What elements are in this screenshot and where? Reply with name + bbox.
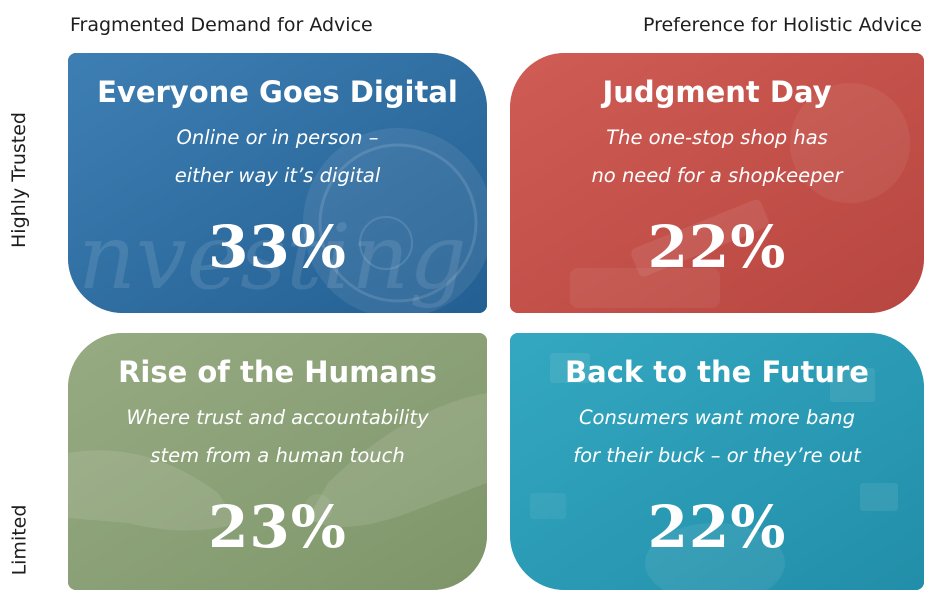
quadrant-rise-of-the-humans: Rise of the Humans Where trust and accou… [68,333,487,590]
quadrant-description-line-2: no need for a shopkeeper [591,164,843,187]
quadrant-description-line-1: Consumers want more bang [578,406,856,429]
gavel-background-image [510,53,924,313]
quadrant-percent: 33% [208,213,347,281]
quadrant-percent: 23% [208,493,347,561]
column-header-holistic: Preference for Holistic Advice [642,14,922,36]
digital-screens-background-image [510,333,924,590]
quadrant-percent: 22% [647,213,787,281]
row-label-highly-trusted-text: Highly Trusted [8,112,30,248]
quadrant-title: Rise of the Humans [118,355,437,389]
row-label-limited: Limited [2,490,36,590]
robot-hand-background-image [68,333,487,590]
quadrant-judgment-day: Judgment Day The one-stop shop has no ne… [510,53,924,313]
quadrant-description-line-1: Where trust and accountability [126,406,429,429]
quadrant-title: Back to the Future [565,355,869,389]
row-label-limited-text: Limited [8,504,31,576]
quadrant-everyone-goes-digital: nvesting Everyone Goes Digital Online or… [68,53,487,313]
quadrant-percent: 22% [647,493,787,561]
column-header-fragmented: Fragmented Demand for Advice [70,14,373,36]
quadrant-back-to-the-future: Back to the Future Consumers want more b… [510,333,924,590]
quadrant-description-line-1: Online or in person – [176,126,379,149]
row-label-highly-trusted: Highly Trusted [2,50,36,310]
quadrant-title: Judgment Day [602,75,832,109]
quadrant-description-line-1: The one-stop shop has [606,126,828,149]
quadrant-title: Everyone Goes Digital [97,75,458,109]
svg-text:nvesting: nvesting [78,205,467,310]
pocket-watch-background-image: nvesting [68,53,487,313]
quadrant-description-line-2: stem from a human touch [150,444,405,467]
quadrant-description-line-2: either way it’s digital [174,164,381,187]
quadrant-description-line-2: for their buck – or they’re out [573,444,861,467]
